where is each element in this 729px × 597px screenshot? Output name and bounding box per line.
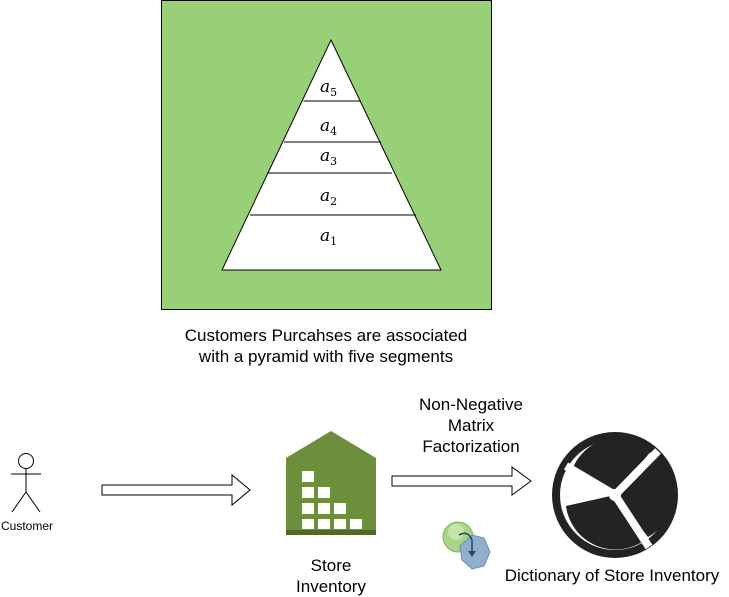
store-inventory-icon (286, 431, 376, 535)
segment-label-1: a1 (320, 226, 337, 248)
nmf-label: Non-Negative Matrix Factorization (401, 394, 541, 457)
customer-label: Customer (0, 519, 53, 533)
pyramid-caption-line1: Customers Purcahses are associated (184, 326, 468, 345)
segment-label-3: a3 (320, 146, 337, 168)
process-icon (442, 521, 491, 570)
dictionary-label: Dictionary of Store Inventory (504, 566, 720, 585)
segment-label-5: a5 (320, 77, 337, 99)
store-label-line2: Inventory (296, 577, 366, 596)
arrow-store-to-dictionary-icon (391, 466, 532, 496)
store-inventory-label: Store Inventory (271, 555, 391, 597)
store-label-line1: Store (310, 556, 352, 575)
pyramid-caption-line2: with a pyramid with five segments (198, 347, 454, 366)
customer-actor-icon (11, 453, 41, 513)
pyramid-outline (221, 38, 442, 271)
pyramid-caption: Customers Purcahses are associated with … (161, 325, 491, 367)
pyramid: a5 a4 a3 a2 a1 (221, 38, 442, 271)
segment-label-2: a2 (320, 186, 337, 208)
nmf-label-line3: Factorization (422, 437, 520, 456)
nmf-label-line2: Matrix (447, 416, 495, 435)
arrow-customer-to-store-icon (101, 473, 251, 507)
dictionary-pie-icon (552, 432, 678, 558)
nmf-label-line1: Non-Negative (419, 395, 523, 414)
segment-label-4: a4 (320, 116, 337, 138)
